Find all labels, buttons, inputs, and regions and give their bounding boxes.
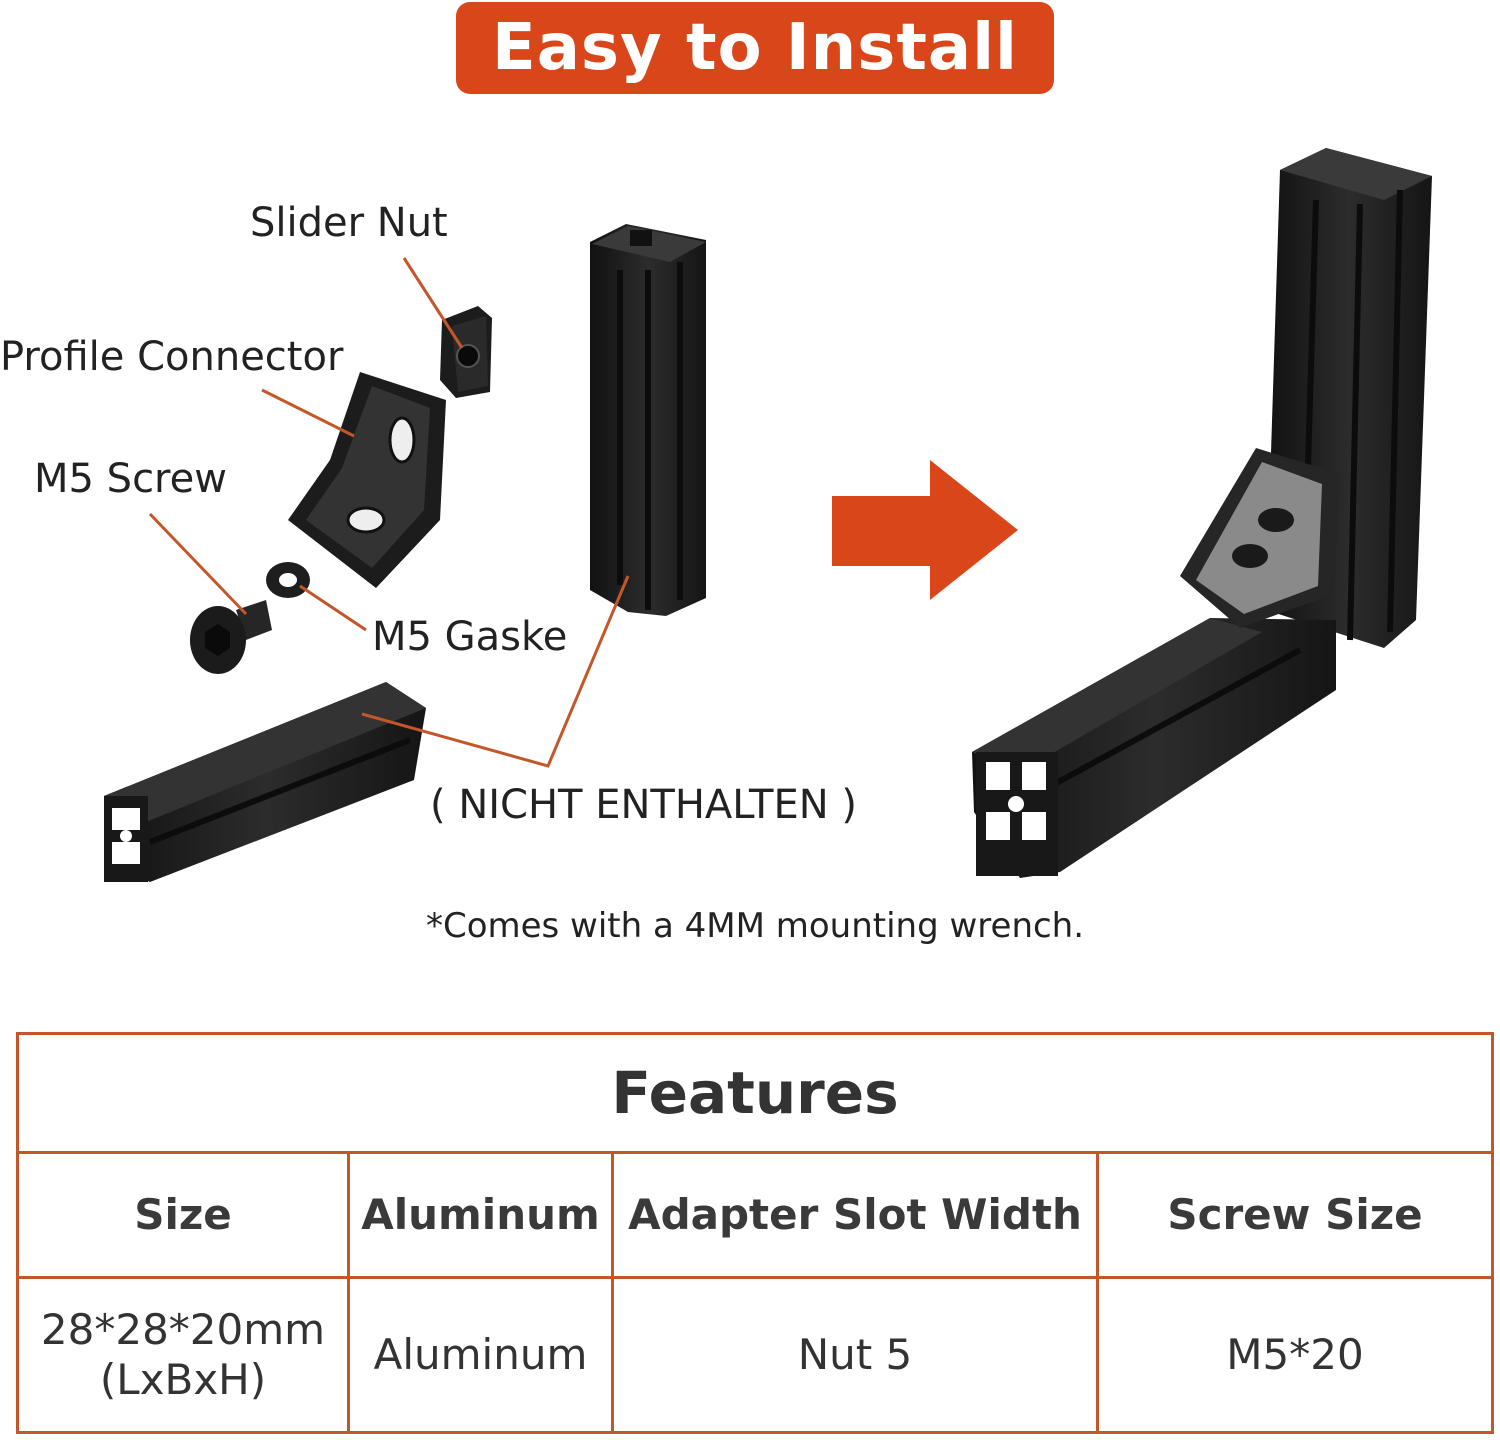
m5-screw-label: M5 Screw	[34, 456, 227, 502]
header-screw-size: Screw Size	[1167, 1189, 1423, 1239]
value-aluminum: Aluminum	[373, 1329, 588, 1379]
wrench-note: *Comes with a 4MM mounting wrench.	[425, 906, 1085, 946]
m5-screw-part	[190, 600, 272, 674]
page-title: Easy to Install	[492, 11, 1018, 85]
profile-connector-part	[288, 372, 446, 588]
product-illustration	[104, 148, 1432, 882]
column-divider	[1096, 1151, 1099, 1431]
slider-nut-part	[440, 306, 492, 398]
slider-nut-label: Slider Nut	[250, 200, 448, 246]
header-adapter-slot-width: Adapter Slot Width	[628, 1189, 1082, 1239]
nicht-enthalten-label: ( NICHT ENTHALTEN )	[430, 782, 857, 828]
horizontal-profile-part	[104, 682, 426, 882]
header-size: Size	[134, 1189, 232, 1239]
features-title: Features	[19, 1035, 1491, 1154]
title-banner: Easy to Install	[456, 2, 1054, 94]
m5-washer-part	[266, 562, 310, 598]
right-arrow-icon	[832, 460, 1018, 600]
assembled-corner-part	[972, 148, 1432, 878]
value-size: 28*28*20mm (LxBxH)	[40, 1304, 326, 1404]
m5-gaske-label: M5 Gaske	[372, 614, 568, 660]
row-divider	[19, 1276, 1491, 1279]
header-aluminum: Aluminum	[361, 1189, 600, 1239]
value-screw-size: M5*20	[1226, 1329, 1364, 1379]
vertical-profile-part	[590, 224, 706, 616]
profile-connector-label: Profile Connector	[0, 334, 344, 380]
column-divider	[347, 1151, 350, 1431]
leader-lines	[148, 257, 630, 768]
value-adapter-slot-width: Nut 5	[797, 1329, 913, 1379]
column-divider	[611, 1151, 614, 1431]
features-table: Features Size Aluminum Adapter Slot Widt…	[16, 1032, 1494, 1434]
